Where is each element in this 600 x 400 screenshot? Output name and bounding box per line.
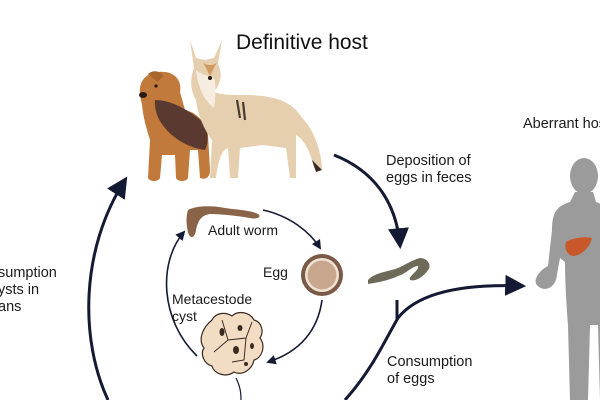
aberrant-host-label: Aberrant host xyxy=(523,116,600,132)
adult-worm-icon xyxy=(186,206,260,238)
adult-worm-label: Adult worm xyxy=(208,222,279,238)
arrow-cyst-down xyxy=(235,377,242,400)
definitive-host-title: Definitive host xyxy=(236,31,368,54)
deposition-label: Deposition of eggs in feces xyxy=(386,153,472,187)
coyote-illustration xyxy=(190,40,322,178)
arrow-egg-to-cyst xyxy=(266,299,323,365)
dog-illustration xyxy=(139,71,210,181)
feces-icon xyxy=(368,258,430,284)
egg-label: Egg xyxy=(263,264,288,280)
arrow-consumption-cysts xyxy=(87,176,128,400)
metacestode-label: Metacestode cyst xyxy=(172,291,253,324)
metacestode-cyst-icon xyxy=(200,311,264,376)
arrow-deposition xyxy=(333,153,409,250)
arrow-cyst-to-worm xyxy=(165,230,198,357)
consumption-eggs-label: Consumption of eggs xyxy=(387,354,473,388)
consumption-cysts-label: sumption ysts in ans xyxy=(0,265,57,316)
arrow-worm-to-egg xyxy=(262,209,322,250)
liver-icon xyxy=(565,237,592,256)
egg-icon xyxy=(301,254,343,296)
human-silhouette xyxy=(535,158,600,400)
